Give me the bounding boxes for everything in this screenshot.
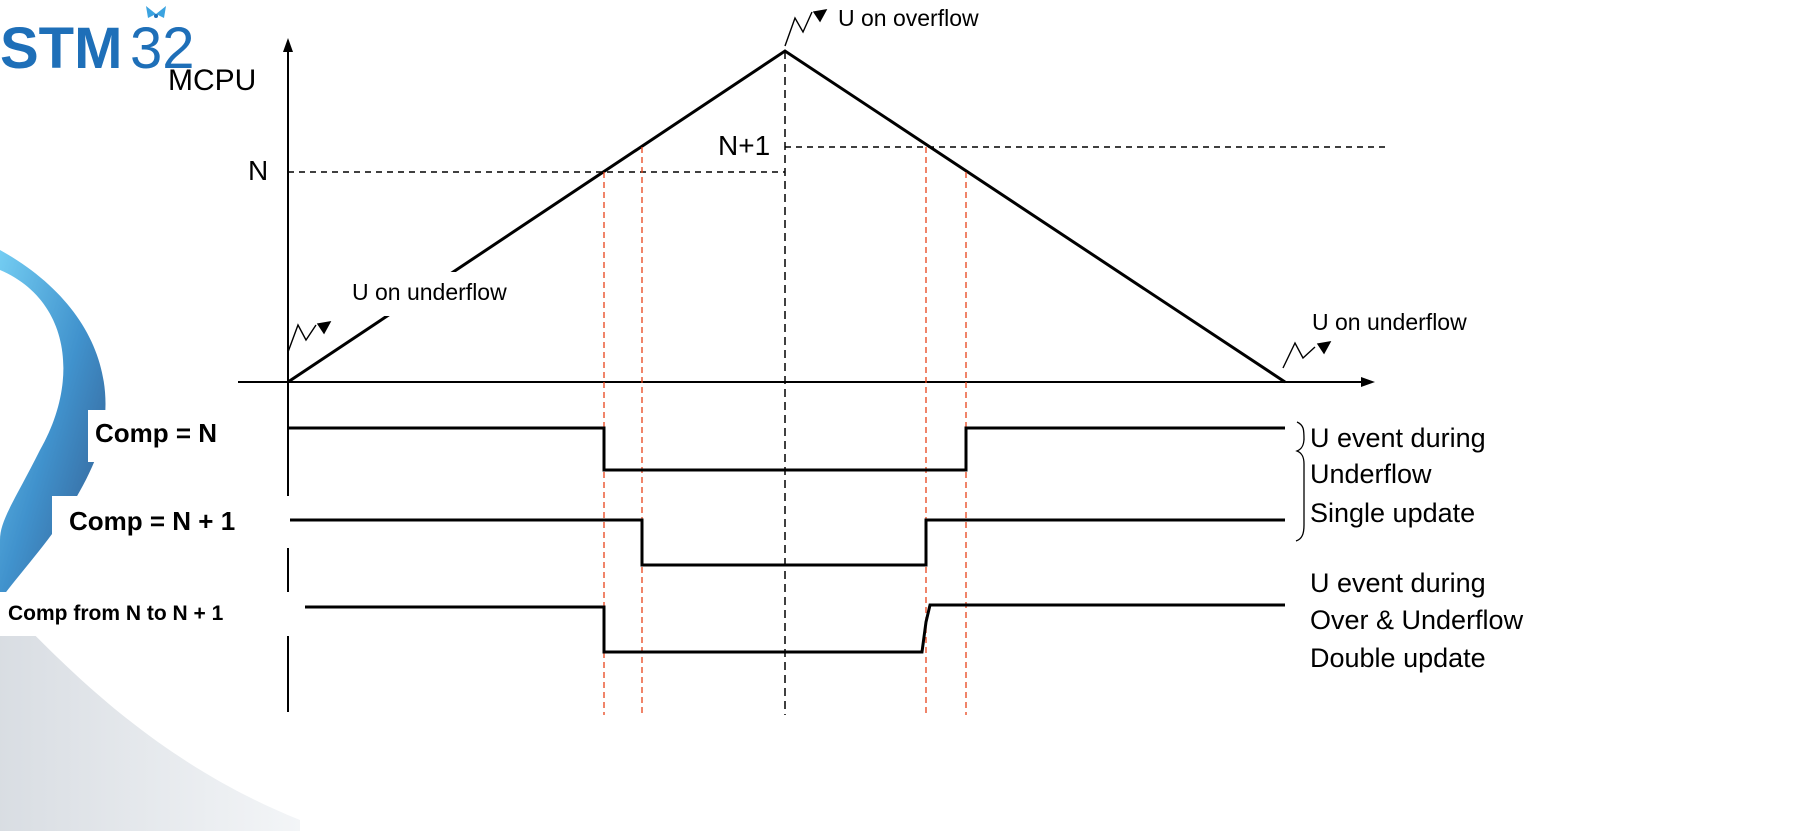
waveforms xyxy=(288,426,1285,654)
brace-single xyxy=(1295,421,1305,542)
threshold-lines xyxy=(288,146,1385,173)
axes xyxy=(238,38,1375,712)
note-single-line-3: Single update xyxy=(1310,498,1475,528)
waveform-comp-n xyxy=(288,426,1285,472)
signal-label-comp-from-n: Comp from N to N + 1 xyxy=(8,602,224,625)
event-icon-underflow-right xyxy=(1282,341,1332,369)
x-axis-arrow xyxy=(1361,377,1375,387)
signal-label-comp-n1: Comp = N + 1 xyxy=(69,506,235,536)
brand-swoosh xyxy=(0,250,300,831)
note-single-line-2: Underflow xyxy=(1310,459,1432,489)
logo-text-stm: STM xyxy=(0,16,122,81)
stm32-logo: STM 32 xyxy=(0,6,195,81)
butterfly-icon xyxy=(146,6,166,18)
signal-label-bg-1 xyxy=(88,410,258,462)
overflow-label: U on overflow xyxy=(838,5,979,31)
counter-triangle xyxy=(287,49,1286,384)
underflow-left-bg xyxy=(345,272,545,316)
waveform-comp-n1 xyxy=(290,518,1285,567)
underflow-right-label: U on underflow xyxy=(1312,309,1467,335)
event-icon-underflow-left xyxy=(287,321,332,353)
signal-label-comp-n: Comp = N xyxy=(95,418,217,448)
note-single-line-1: U event during xyxy=(1310,423,1486,453)
note-double-line-3: Double update xyxy=(1310,643,1486,673)
y-axis-label: MCPU xyxy=(168,64,256,97)
waveform-comp-n-to-n1 xyxy=(305,603,1285,654)
signal-label-bg-2 xyxy=(52,496,290,548)
level-n-label: N xyxy=(248,155,268,186)
level-n1-label: N+1 xyxy=(718,130,770,161)
y-axis-arrow xyxy=(283,38,293,52)
note-double-update: U event during Over & Underflow Double u… xyxy=(1310,568,1524,673)
logo-text-32: 32 xyxy=(130,16,195,81)
signal-label-bg-3 xyxy=(0,592,290,636)
underflow-left-label: U on underflow xyxy=(352,279,507,305)
event-icon-overflow xyxy=(784,9,828,47)
note-double-line-2: Over & Underflow xyxy=(1310,605,1524,635)
note-double-line-1: U event during xyxy=(1310,568,1486,598)
note-single-update: U event during Underflow Single update xyxy=(1310,423,1486,528)
